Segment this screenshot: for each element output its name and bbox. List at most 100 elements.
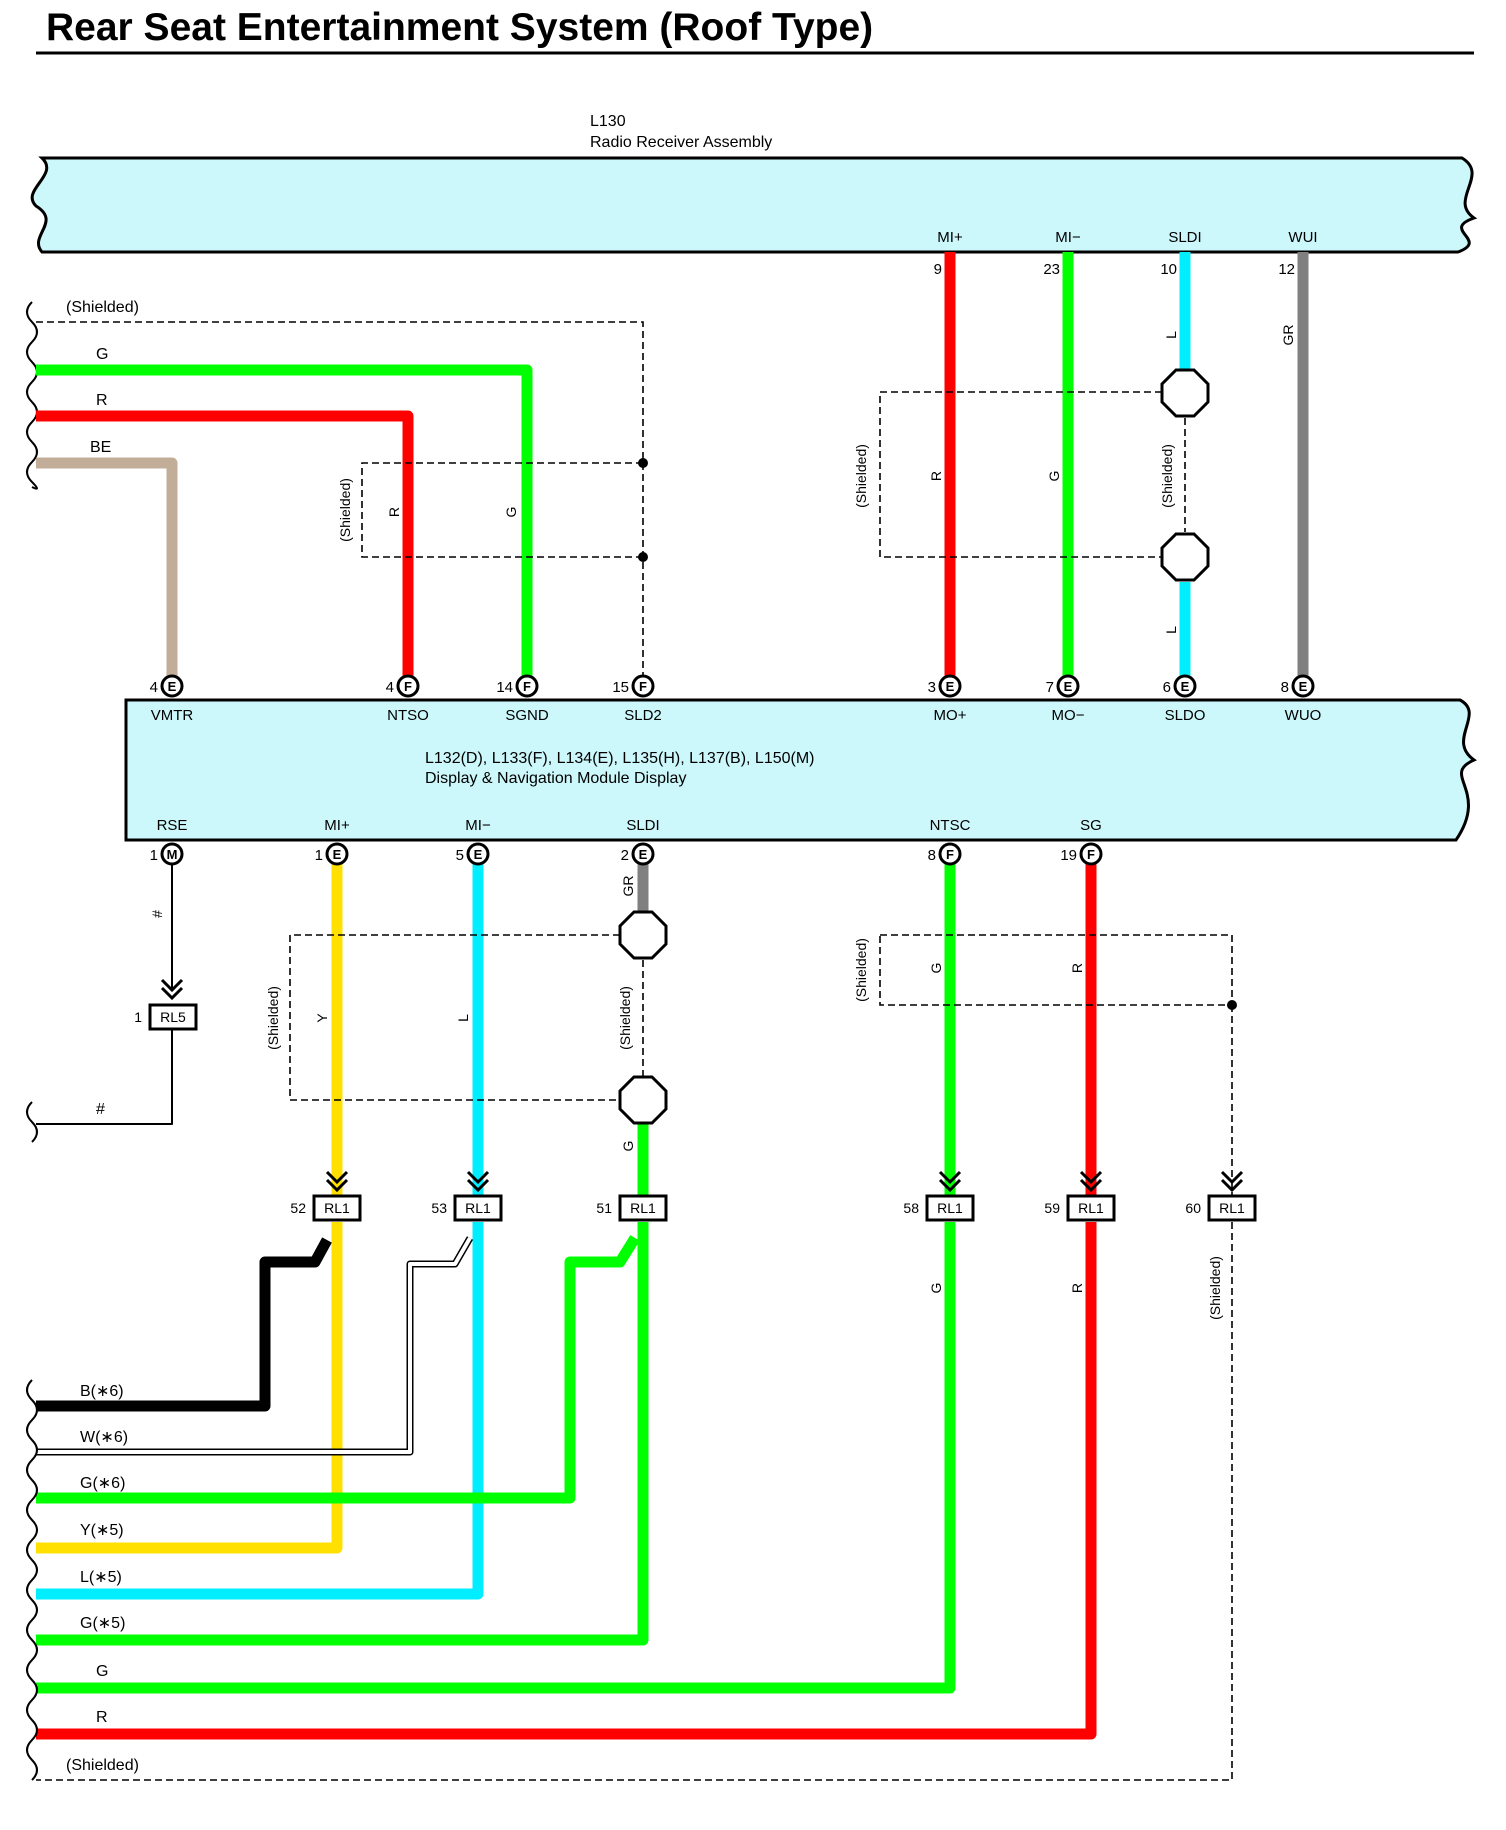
wire-rse-out: [36, 1030, 173, 1125]
connector-pin: 59: [1044, 1200, 1060, 1216]
connector-rl1-60: [1207, 1194, 1257, 1222]
pin-conn: E: [1064, 679, 1073, 694]
pin-num: 1: [150, 847, 158, 864]
vlabel-l: L: [1163, 331, 1179, 339]
pin-num: 19: [1060, 847, 1077, 864]
wire-be-vmtr: [36, 457, 178, 686]
radio-pin-signal-sldi: SLDI: [1168, 229, 1201, 246]
pin-num: 3: [928, 679, 936, 696]
wire-w6-outline: [36, 1236, 474, 1456]
connector-name: RL5: [160, 1009, 186, 1025]
pin-conn: E: [168, 679, 177, 694]
vlabel-g: G: [1046, 471, 1062, 482]
pin-conn: F: [404, 679, 412, 694]
radio-pin-signal-mi-plus: MI+: [937, 229, 963, 246]
radio-pin-signal-mi-minus: MI−: [1055, 229, 1081, 246]
pin-signal-vmtr: VMTR: [151, 707, 194, 724]
radio-pin-num-23: 23: [1043, 261, 1060, 278]
connector-name: RL1: [465, 1200, 491, 1216]
bottom-wire-label-g5: G(∗5): [80, 1615, 125, 1632]
radio-code: L130: [590, 113, 626, 130]
display-code: L132(D), L133(F), L134(E), L135(H), L137…: [425, 750, 815, 767]
pin-conn: E: [1181, 679, 1190, 694]
vlabel-gr: GR: [620, 876, 636, 897]
pin-num: 8: [928, 847, 936, 864]
pin-signal-sgnd: SGND: [505, 707, 549, 724]
vlabel-g: G: [620, 1141, 636, 1152]
left-break-mid: [26, 1101, 38, 1143]
bottom-wire-label-y5: Y(∗5): [80, 1522, 124, 1539]
pin-num: 2: [621, 847, 629, 864]
pin-signal-rse: RSE: [157, 817, 188, 834]
left-wire-label-be: BE: [90, 439, 111, 456]
connector-rl1-58: [925, 1194, 975, 1222]
wire-g-sgnd: [36, 364, 533, 686]
connector-name: RL1: [630, 1200, 656, 1216]
connector-rl1-51: [618, 1194, 668, 1222]
vlabel-r: R: [1069, 963, 1085, 973]
connector-name: RL1: [324, 1200, 350, 1216]
pin-signal-mo-plus: MO+: [934, 707, 967, 724]
connector-rl1-59: [1066, 1194, 1116, 1222]
diagram-title: Rear Seat Entertainment System (Roof Typ…: [46, 6, 873, 49]
radio-pin-num-10: 10: [1160, 261, 1177, 278]
wire-w6: [36, 1237, 472, 1454]
vlabel-r: R: [386, 507, 402, 517]
pin-signal-wuo: WUO: [1285, 707, 1322, 724]
connector-name: RL1: [1219, 1200, 1245, 1216]
vlabel-y: Y: [314, 1013, 330, 1023]
connector-pin: 58: [903, 1200, 919, 1216]
connector-rl1-53: [453, 1194, 503, 1222]
pin-conn: F: [1087, 847, 1095, 862]
display-bottom-terminals: M E E E F F: [160, 842, 1103, 866]
pin-num: 14: [496, 679, 513, 696]
shield-label-mi: (Shielded): [265, 986, 281, 1050]
pin-signal-ntsc: NTSC: [930, 817, 971, 834]
pin-signal-mi-minus: MI−: [465, 817, 491, 834]
pin-num: 5: [456, 847, 464, 864]
display-module-box: [124, 698, 1478, 842]
bottom-wire-label-l5: L(∗5): [80, 1569, 122, 1586]
pin-signal-sldo: SLDO: [1165, 707, 1206, 724]
pin-signal-ntso: NTSO: [387, 707, 429, 724]
shield-label-sldo: (Shielded): [1159, 444, 1175, 508]
splice-octagon: [1160, 368, 1210, 418]
vlabel-l: L: [455, 1014, 471, 1022]
left-break-bottom: [26, 1379, 38, 1781]
pin-conn: E: [639, 847, 648, 862]
vlabel-gr: GR: [1280, 325, 1296, 346]
pin-signal-sg: SG: [1080, 817, 1102, 834]
left-wire-label-r: R: [96, 392, 108, 409]
shield-label-60: (Shielded): [1207, 1256, 1223, 1320]
splice-octagon: [618, 1075, 668, 1125]
pin-signal-mo-minus: MO−: [1052, 707, 1085, 724]
connector-pin: 52: [290, 1200, 306, 1216]
bottom-wire-label-b6: B(∗6): [80, 1383, 124, 1400]
pin-num: 15: [612, 679, 629, 696]
pin-signal-mi-plus: MI+: [324, 817, 350, 834]
pin-num: 4: [386, 679, 394, 696]
left-wire-label-g: G: [96, 346, 108, 363]
connector-pin: 51: [596, 1200, 612, 1216]
radio-name: Radio Receiver Assembly: [590, 134, 772, 151]
left-wire-label-shielded: (Shielded): [66, 299, 139, 316]
shield-label-mo: (Shielded): [853, 444, 869, 508]
connector-rl1-52: [312, 1194, 362, 1222]
wire-g5: [36, 1222, 649, 1646]
wire-b6: [36, 1237, 332, 1412]
vlabel-l: L: [1163, 626, 1179, 634]
pin-conn: M: [167, 847, 178, 862]
pin-conn: E: [333, 847, 342, 862]
connector-name: RL1: [937, 1200, 963, 1216]
shield-line-top-left: [36, 321, 644, 686]
vlabel-g: G: [503, 507, 519, 518]
display-top-terminals: E F F F E E E E: [160, 674, 1315, 698]
wire-l5: [36, 1222, 484, 1600]
shield-box-mi: [289, 934, 620, 1101]
pin-conn: F: [946, 847, 954, 862]
shield-box-mo: [879, 391, 1162, 558]
vlabel-g: G: [928, 963, 944, 974]
vlabel-g: G: [928, 1283, 944, 1294]
connector-arrow: [160, 978, 184, 1001]
splice-octagon: [618, 910, 668, 960]
